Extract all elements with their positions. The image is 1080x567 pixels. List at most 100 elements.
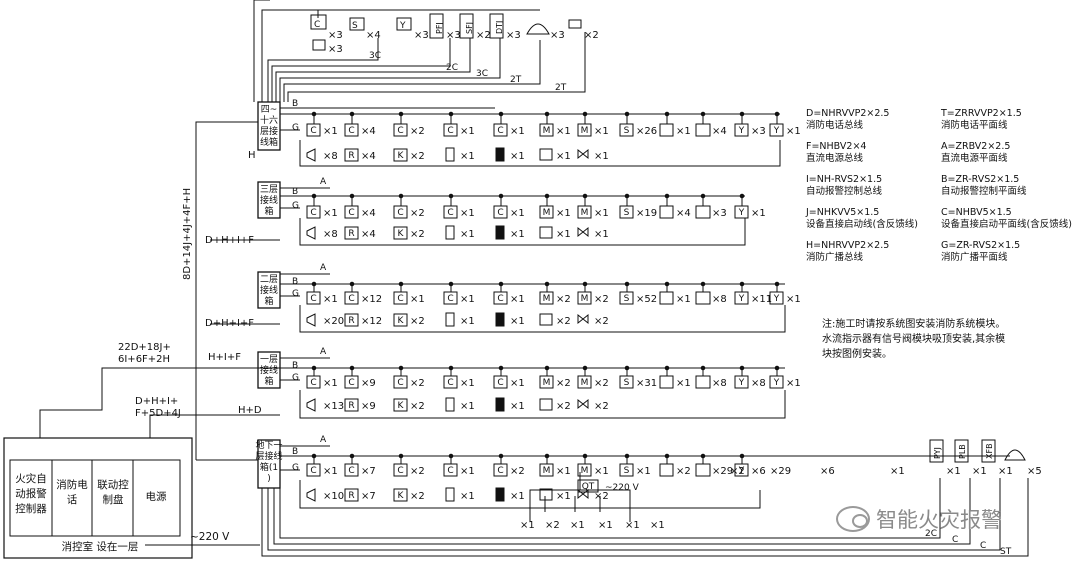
device-y-f2-10 — [734, 291, 749, 305]
device-c-b1-1 — [344, 463, 359, 477]
count-upper-f1-11: ×1 — [786, 378, 801, 389]
device-s-f2-7 — [619, 291, 634, 305]
device-c-f3-4-label: C — [497, 208, 503, 218]
riser-label-f1-top: H+I+F — [208, 352, 241, 363]
legend-desc: 消防广播总线 — [806, 252, 864, 263]
count-lower-f3-4: ×1 — [510, 229, 525, 240]
count-lower-f1-0: ×13 — [323, 401, 344, 412]
device-lower-f3-2-label: K — [398, 229, 405, 239]
legend-code: A=ZRBV2×2.5 — [941, 141, 1011, 152]
count-upper-f3-1: ×4 — [361, 208, 376, 219]
device-lower-b1-1 — [344, 488, 359, 502]
count-upper-f2-9: ×8 — [712, 294, 727, 305]
count-upper-f4_6-1: ×4 — [361, 126, 376, 137]
line-letter-g-f3: G — [292, 201, 299, 211]
half-box-f1 — [445, 397, 455, 412]
half-box-f4_6 — [445, 147, 455, 162]
count-lower-f1-6: ×2 — [594, 401, 609, 412]
module-box-f1 — [539, 398, 553, 411]
junction-dot — [311, 193, 317, 199]
device-c-f1-0-label: C — [310, 378, 316, 388]
device-c-f2-0 — [306, 291, 321, 305]
junction-dot — [739, 193, 745, 199]
device-c-f3-1 — [344, 205, 359, 219]
device-c-f4_6-1 — [344, 123, 359, 137]
legend-code: I=NH-RVS2×1.5 — [806, 174, 883, 185]
count-lower-f1-1: ×9 — [361, 401, 376, 412]
speaker-icon-b1 — [306, 488, 316, 502]
legend-code: D=NHRVVP2×2.5 — [806, 108, 890, 119]
device-m-f2-5 — [539, 291, 554, 305]
solid-box-f4_6 — [495, 147, 505, 162]
device-m-f1-6-label: M — [581, 378, 589, 388]
panel-power: 电源 — [145, 491, 167, 503]
return-label-c-1: C — [952, 535, 958, 545]
top-symbol-y: Y — [399, 21, 406, 31]
device-c-f3-1-label: C — [348, 208, 354, 218]
line-letter-g-f2: G — [292, 289, 299, 299]
device-m-f3-5 — [539, 205, 554, 219]
count-upper-f1-6: ×2 — [594, 378, 609, 389]
solid-box-f3 — [495, 225, 505, 240]
device-lower-f1-2 — [393, 398, 408, 412]
count-upper-b1-6: ×1 — [594, 466, 609, 477]
device-qt — [577, 479, 599, 493]
line-letter-a-b1: A — [320, 435, 327, 445]
line-letter-b-b1: B — [292, 447, 298, 457]
device-s-f4_6-7-label: S — [624, 126, 630, 136]
device-y-f4_6-11-label: Y — [773, 126, 780, 136]
count-upper-f3-0: ×1 — [323, 208, 338, 219]
device-c-f4_6-0 — [306, 123, 321, 137]
b1-voltage: ~220 V — [605, 483, 640, 493]
junction-box-b1 — [257, 439, 281, 489]
half-box-f2 — [445, 312, 455, 327]
top-symbol-dtj: DTJ — [495, 21, 504, 34]
junction-dot — [774, 365, 780, 371]
riser-label-main-2: 6I+6F+2H — [118, 354, 170, 365]
count-upper-f4_6-7: ×26 — [636, 126, 657, 137]
speaker-icon-f3 — [306, 226, 316, 240]
junction-dot — [448, 281, 454, 287]
legend-code: H=NHRVVP2×2.5 — [806, 240, 890, 251]
top-count-4: ×2 — [476, 30, 491, 41]
junction-dot — [498, 365, 504, 371]
smoke-detector-icon — [349, 17, 365, 31]
count-upper-f2-0: ×1 — [323, 294, 338, 305]
junction-box-f1 — [257, 351, 281, 389]
device-y-f4_6-10-label: Y — [738, 126, 745, 136]
count-upper-f3-3: ×1 — [460, 208, 475, 219]
count-lower-f3-2: ×2 — [410, 229, 425, 240]
device-lower-f4_6-1-label: R — [348, 151, 354, 161]
count-upper-f3-8: ×4 — [676, 208, 691, 219]
basement-bell-icon — [1004, 449, 1026, 461]
sound-light-alarm-icon — [396, 17, 412, 31]
legend-code: J=NHKVV5×1.5 — [806, 207, 880, 218]
count-upper-b1-8: ×2 — [676, 466, 691, 477]
legend-desc: 消防电话平面线 — [941, 120, 1008, 131]
box-label-f2-1: 接线 — [260, 284, 278, 296]
device-m-f1-5 — [539, 375, 554, 389]
device-y-f3-10 — [734, 205, 749, 219]
device-c-f4_6-4-label: C — [497, 126, 503, 136]
junction-dot — [624, 193, 630, 199]
top-symbol-c: C — [314, 20, 320, 30]
junction-box-f3 — [257, 181, 281, 219]
device-s-f4_6-7 — [619, 123, 634, 137]
riser-label-vertical: 8D+14J+4J+4F+H — [182, 188, 193, 280]
count-upper-f2-10: ×11 — [751, 294, 772, 305]
count-upper-f3-2: ×2 — [410, 208, 425, 219]
top-symbol-s: S — [352, 21, 358, 31]
device-c-f2-4 — [493, 291, 508, 305]
top-count-speaker: ×3 — [328, 44, 343, 55]
device-s-f3-7 — [619, 205, 634, 219]
device-c-f4_6-1-label: C — [348, 126, 354, 136]
device-m-f3-5-label: M — [543, 208, 551, 218]
device-c-b1-3-label: C — [447, 466, 453, 476]
device-c-f4_6-2 — [393, 123, 408, 137]
device-c-b1-1-label: C — [348, 466, 354, 476]
device-s-f1-7-label: S — [624, 378, 630, 388]
device-y-b1-10 — [734, 463, 749, 477]
